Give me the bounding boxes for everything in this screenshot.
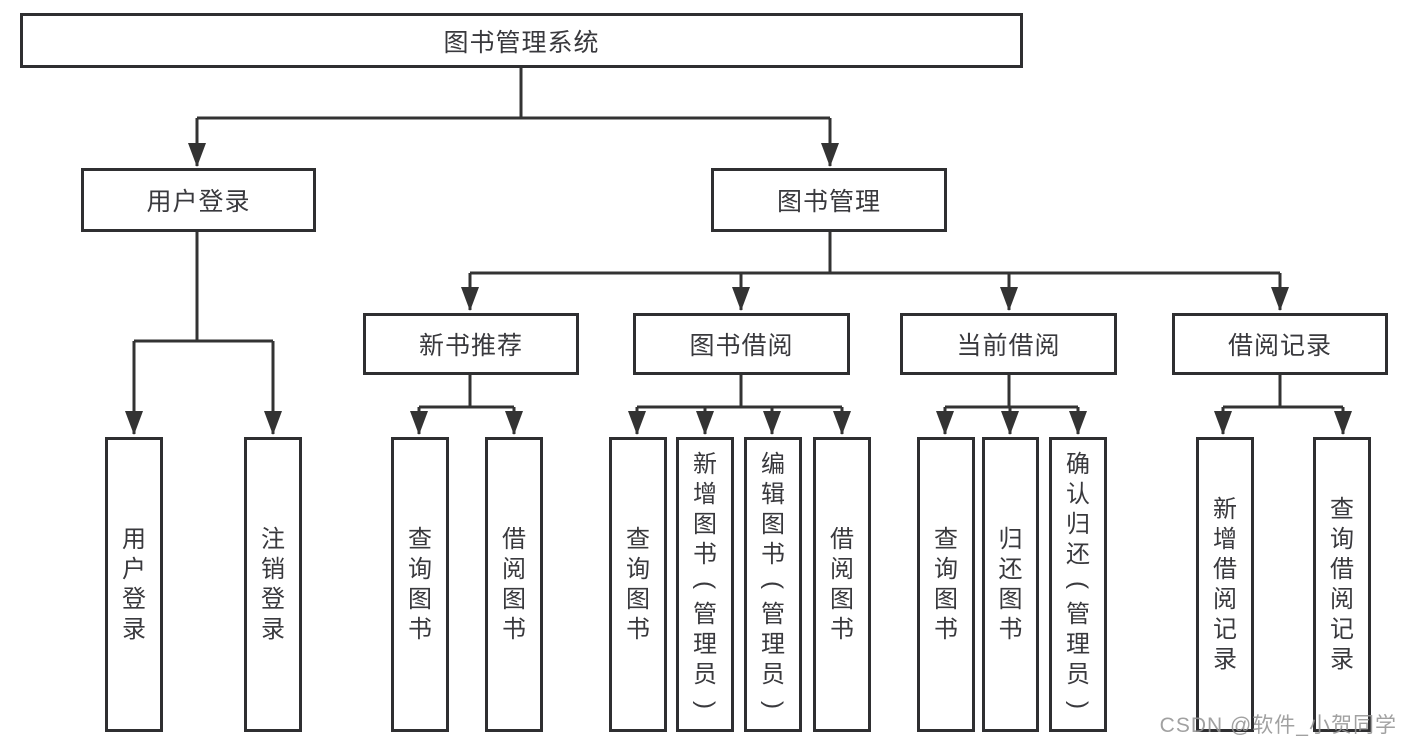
leaf-recommend-borrow-book: 借阅图书 — [485, 437, 543, 732]
node-book-borrow: 图书借阅 — [633, 313, 850, 375]
node-user-login: 用户登录 — [81, 168, 316, 232]
node-borrow-record: 借阅记录 — [1172, 313, 1388, 375]
leaf-user-login: 用户登录 — [105, 437, 163, 732]
leaf-current-query-book: 查询图书 — [917, 437, 975, 732]
leaf-logout: 注销登录 — [244, 437, 302, 732]
leaf-current-return-book: 归还图书 — [982, 437, 1039, 732]
leaf-borrow-add-book-admin: 新增图书(管理员) — [676, 437, 734, 732]
csdn-watermark: CSDN @软件_小贺同学 — [1159, 714, 1397, 737]
node-new-book-recommend: 新书推荐 — [363, 313, 579, 375]
leaf-borrow-borrow-book: 借阅图书 — [813, 437, 871, 732]
leaf-current-confirm-return-admin: 确认归还(管理员) — [1049, 437, 1107, 732]
node-root-system: 图书管理系统 — [20, 13, 1023, 68]
leaf-recommend-query-book: 查询图书 — [391, 437, 449, 732]
leaf-borrow-edit-book-admin: 编辑图书(管理员) — [744, 437, 802, 732]
leaf-borrow-query-book: 查询图书 — [609, 437, 667, 732]
leaf-record-add-borrow-record: 新增借阅记录 — [1196, 437, 1254, 732]
node-book-management: 图书管理 — [711, 168, 947, 232]
leaf-record-query-borrow-record: 查询借阅记录 — [1313, 437, 1371, 732]
node-current-borrow: 当前借阅 — [900, 313, 1117, 375]
